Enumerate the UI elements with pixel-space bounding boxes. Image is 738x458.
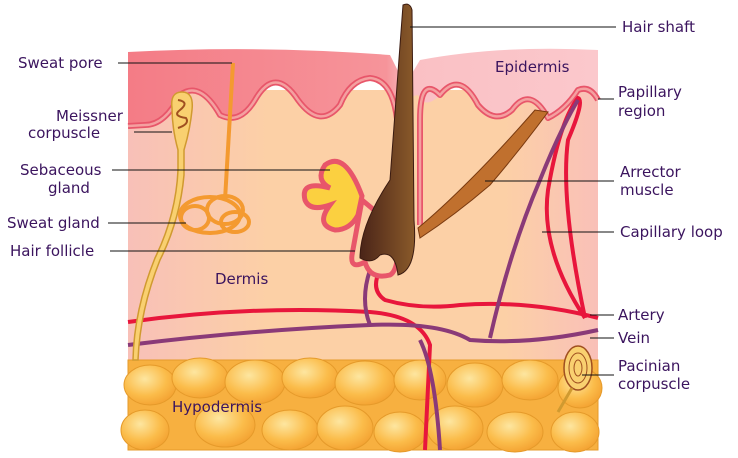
- sweat-duct: [223, 62, 235, 201]
- label-hair-shaft: Hair shaft: [622, 18, 695, 36]
- label-vein: Vein: [618, 329, 650, 347]
- vein: [127, 98, 599, 451]
- label-arrector-2: muscle: [620, 181, 674, 199]
- artery: [127, 95, 599, 451]
- label-pacinian-1: Pacinian: [618, 357, 680, 375]
- label-artery: Artery: [618, 306, 665, 324]
- sweat-gland-coil: [178, 194, 251, 235]
- leader-lines: [108, 26, 616, 376]
- arrector-muscle: [417, 109, 549, 239]
- label-meissner-1: Meissner: [56, 107, 124, 125]
- epidermis-label: Epidermis: [495, 58, 570, 76]
- label-sweat-gland: Sweat gland: [7, 214, 100, 232]
- label-arrector-1: Arrector: [620, 163, 682, 181]
- label-sweat-pore: Sweat pore: [18, 54, 103, 72]
- hypodermis-fat: [120, 357, 603, 453]
- pacinian-corpuscle: [556, 345, 593, 413]
- sebaceous-gland: [301, 158, 365, 233]
- label-capillary-loop: Capillary loop: [620, 223, 723, 241]
- hypodermis-label: Hypodermis: [172, 398, 262, 416]
- label-pacinian-2: corpuscle: [618, 375, 690, 393]
- label-hair-follicle: Hair follicle: [10, 242, 94, 260]
- label-papillary-2: region: [618, 102, 665, 120]
- dermis-label: Dermis: [215, 270, 268, 288]
- hair-shaft: [359, 3, 416, 276]
- label-sebaceous-2: gland: [48, 179, 90, 197]
- label-papillary-1: Papillary: [618, 83, 682, 101]
- meissner-corpuscle: [132, 91, 194, 361]
- label-meissner-2: corpuscle: [28, 124, 100, 142]
- label-sebaceous-1: Sebaceous: [20, 161, 102, 179]
